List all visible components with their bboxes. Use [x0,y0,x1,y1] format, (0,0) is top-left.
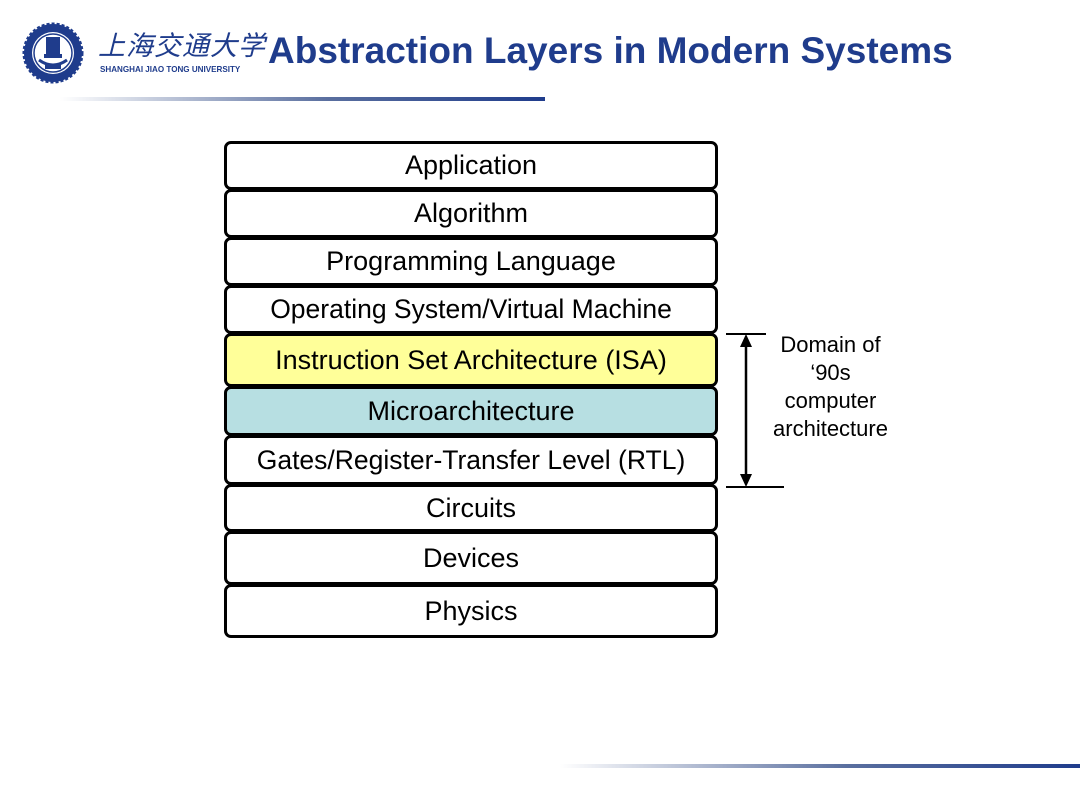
domain-label-line: Domain of [780,332,881,357]
domain-bracket-arrow [726,333,784,488]
layer-physics: Physics [224,584,718,638]
page-title: Abstraction Layers in Modern Systems [268,30,953,71]
layer-application: Application [224,141,718,190]
layer-isa: Instruction Set Architecture (ISA) [224,333,718,387]
layer-devices: Devices [224,531,718,585]
university-seal-icon [22,22,84,84]
footer-rule [560,764,1080,768]
layer-microarchitecture: Microarchitecture [224,386,718,436]
logo-chinese-name: 上海交通大学 [98,31,266,62]
logo-english-name: SHANGHAI JIAO TONG UNIVERSITY [100,64,241,74]
layer-algorithm: Algorithm [224,189,718,238]
layer-gates-rtl: Gates/Register-Transfer Level (RTL) [224,435,718,485]
domain-label-line: computer [784,388,877,413]
domain-label: Domain of ‘90s computer architecture [758,331,903,443]
layer-operating-system: Operating System/Virtual Machine [224,285,718,334]
domain-label-line: architecture [773,416,888,441]
layer-circuits: Circuits [224,484,718,532]
slide-header: 上海交通大学 SHANGHAI JIAO TONG UNIVERSITY Abs… [0,0,1080,105]
title-underline [60,97,545,101]
domain-label-line: ‘90s [810,360,851,385]
layer-programming-language: Programming Language [224,237,718,286]
university-logo: 上海交通大学 SHANGHAI JIAO TONG UNIVERSITY [98,24,266,84]
